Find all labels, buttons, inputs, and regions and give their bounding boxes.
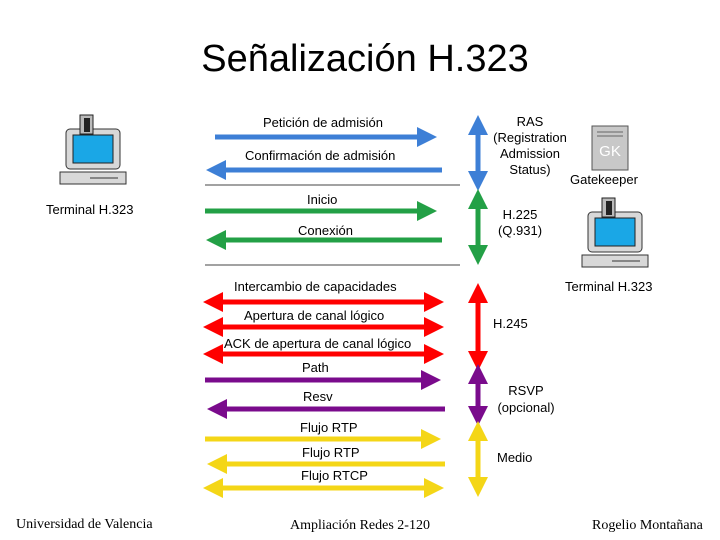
terminal-left-label: Terminal H.323: [46, 202, 134, 217]
phase-medio-label: Medio: [497, 450, 533, 465]
gk-label: GK: [599, 143, 621, 160]
label-flujo-rtp-1: Flujo RTP: [300, 420, 358, 435]
phase-ras-line4: Status): [509, 162, 551, 177]
footer-author: Rogelio Montañana: [592, 518, 703, 533]
phase-h225-label: H.225 (Q.931): [470, 207, 570, 239]
footer-course: Ampliación Redes 2-120: [290, 518, 430, 533]
phase-ras-line2: (Registration: [493, 130, 567, 145]
label-conexion: Conexión: [298, 223, 353, 238]
phase-h225-line1: H.225: [502, 207, 538, 222]
phase-h245-label: H.245: [493, 316, 528, 331]
gatekeeper-label: Gatekeeper: [570, 172, 638, 187]
phase-ras-line1: RAS: [516, 114, 544, 129]
phase-rsvp-label: RSVP (opcional): [478, 382, 574, 416]
label-apertura: Apertura de canal lógico: [244, 308, 385, 323]
label-inicio: Inicio: [307, 192, 338, 207]
footer-university: Universidad de Valencia: [16, 517, 153, 532]
phase-rsvp-line1: RSVP: [508, 383, 544, 398]
label-path: Path: [302, 360, 329, 375]
page-title: Señalización H.323: [201, 38, 529, 80]
label-resv: Resv: [303, 389, 333, 404]
label-flujo-rtcp: Flujo RTCP: [301, 468, 368, 483]
label-ack: ACK de apertura de canal lógico: [224, 336, 412, 351]
label-intercambio: Intercambio de capacidades: [234, 279, 397, 294]
phase-h225-line2: (Q.931): [497, 223, 543, 238]
phase-rsvp-line2: (opcional): [497, 400, 555, 415]
label-peticion: Petición de admisión: [263, 115, 383, 130]
gatekeeper-server-icon: [591, 125, 629, 171]
terminal-right-label: Terminal H.323: [565, 279, 653, 294]
label-flujo-rtp-2: Flujo RTP: [302, 445, 360, 460]
terminal-left-computer-icon: [59, 114, 127, 185]
phase-ras-label: RAS (Registration Admission Status): [470, 114, 590, 178]
phase-ras-line3: Admission: [500, 146, 560, 161]
terminal-right-computer-icon: [581, 197, 649, 268]
label-confirmacion: Confirmación de admisión: [245, 148, 396, 163]
